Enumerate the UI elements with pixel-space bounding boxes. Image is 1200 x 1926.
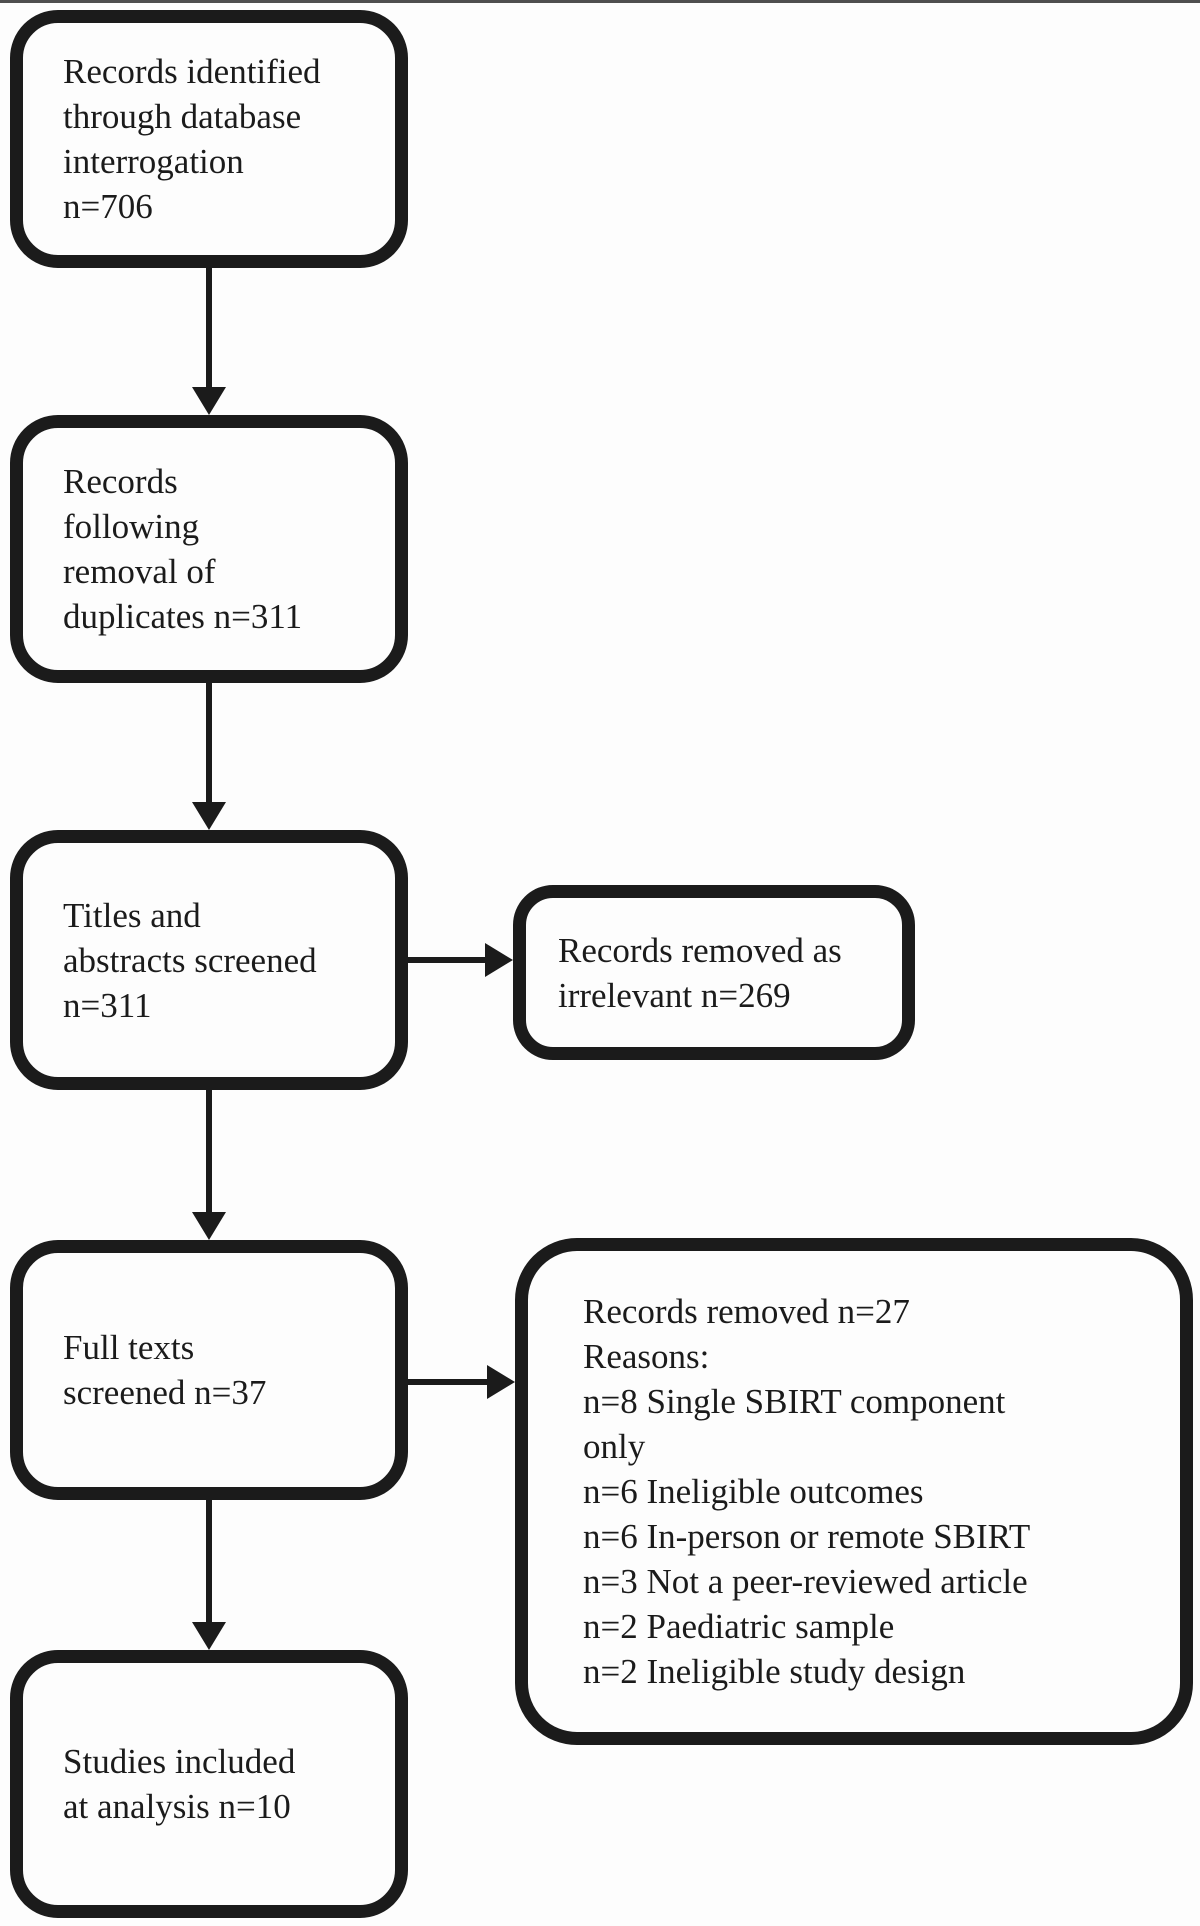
node-studies-included-label: Studies included at analysis n=10: [63, 1742, 296, 1826]
node-full-texts-screened-label: Full texts screened n=37: [63, 1328, 267, 1412]
node-records-removed-full-text: Records removed n=27 Reasons: n=8 Single…: [515, 1238, 1193, 1745]
arrow-identified-to-dedup-head-icon: [192, 387, 226, 415]
node-titles-abstracts-screened-label: Titles and abstracts screened n=311: [63, 895, 317, 1025]
node-records-removed-irrelevant: Records removed as irrelevant n=269: [513, 885, 915, 1060]
arrow-screening-to-fulltext-head-icon: [192, 1212, 226, 1240]
node-titles-abstracts-screened: Titles and abstracts screened n=311: [10, 830, 408, 1090]
arrow-fulltext-to-removed-line: [406, 1379, 489, 1385]
arrow-screening-to-removed-head-icon: [485, 943, 513, 977]
arrow-fulltext-to-included-line: [206, 1498, 212, 1624]
node-studies-included: Studies included at analysis n=10: [10, 1650, 408, 1918]
node-records-after-dedup-label: Records following removal of duplicates …: [63, 462, 303, 636]
node-records-removed-full-text-label: Records removed n=27 Reasons: n=8 Single…: [583, 1292, 1031, 1691]
node-records-after-dedup: Records following removal of duplicates …: [10, 415, 408, 683]
arrow-screening-to-removed-line: [406, 957, 487, 963]
node-records-identified: Records identified through database inte…: [10, 10, 408, 268]
arrow-fulltext-to-included-head-icon: [192, 1622, 226, 1650]
arrow-screening-to-fulltext-line: [206, 1088, 212, 1214]
arrow-fulltext-to-removed-head-icon: [487, 1365, 515, 1399]
node-full-texts-screened: Full texts screened n=37: [10, 1240, 408, 1500]
node-records-identified-label: Records identified through database inte…: [63, 52, 321, 226]
arrow-identified-to-dedup-line: [206, 266, 212, 389]
arrow-dedup-to-screening-head-icon: [192, 802, 226, 830]
top-edge-scan-artifact: [0, 0, 1200, 3]
arrow-dedup-to-screening-line: [206, 681, 212, 804]
node-records-removed-irrelevant-label: Records removed as irrelevant n=269: [558, 930, 842, 1015]
